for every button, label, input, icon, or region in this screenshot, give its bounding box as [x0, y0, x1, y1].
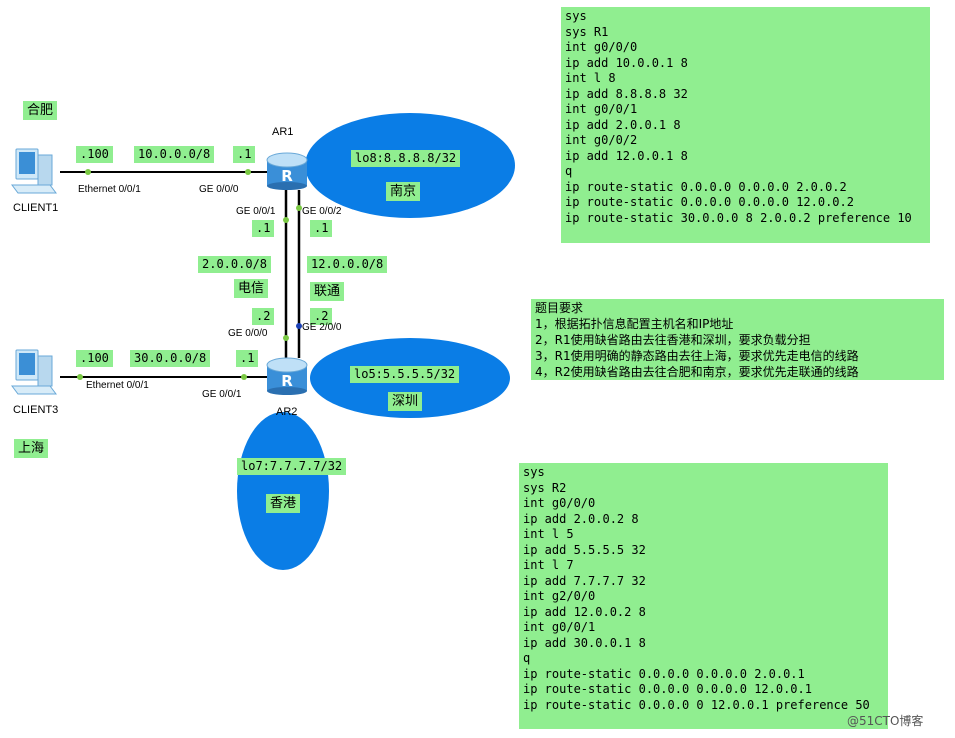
network-label-2: 2.0.0.0/8 [198, 256, 272, 273]
port-dot [245, 169, 251, 175]
ip-label-client1: .100 [76, 146, 113, 163]
isp-dianxin: 电信 [234, 279, 269, 298]
config-line: int g2/0/0 [523, 589, 596, 603]
port-dot [77, 374, 83, 380]
config-line: int l 5 [523, 527, 574, 541]
isp-liantong: 联通 [310, 282, 345, 301]
svg-text:R: R [281, 372, 293, 390]
config-line: ip add 8.8.8.8 32 [565, 86, 688, 101]
port-ar1-g000: GE 0/0/0 [199, 184, 239, 195]
config-line: ip add 5.5.5.5 32 [523, 542, 646, 557]
city-hefei: 合肥 [23, 101, 58, 120]
config-line: ip add 2.0.0.1 8 [565, 117, 681, 132]
pc-icon[interactable] [10, 348, 58, 400]
config-line: int l 7 [523, 558, 574, 572]
port-dot [296, 323, 302, 329]
city-hongkong: 香港 [266, 494, 301, 513]
config-line: sys [523, 465, 545, 479]
ip-label-ar1-g001: .1 [252, 220, 275, 237]
network-label-12: 12.0.0.0/8 [307, 256, 388, 273]
network-label-30: 30.0.0.0/8 [130, 350, 211, 367]
config-line: ip add 2.0.0.2 8 [523, 511, 639, 526]
pc-icon[interactable] [10, 147, 58, 199]
loopback-lo5: lo5:5.5.5.5/32 [350, 366, 460, 383]
requirements-panel: 题目要求 1，根据拓扑信息配置主机名和IP地址 2，R1使用缺省路由去往香港和深… [531, 299, 944, 380]
config-line: ip route-static 0.0.0.0 0.0.0.0 2.0.0.1 [523, 666, 805, 681]
router-icon[interactable]: R [264, 150, 310, 190]
config-line: int g0/0/0 [565, 40, 638, 54]
config-line: q [565, 164, 573, 178]
city-shanghai: 上海 [14, 439, 49, 458]
r1-config-panel: sys sys R1 int g0/0/0 ip add 10.0.0.1 8 … [561, 7, 930, 243]
port-ar2-g000: GE 0/0/0 [228, 328, 268, 339]
requirement-item: 2，R1使用缺省路由去往香港和深圳，要求负载分担 [535, 333, 811, 347]
ip-label-client3: .100 [76, 350, 113, 367]
config-line: int g0/0/2 [565, 133, 638, 147]
ip-label-ar1-g000: .1 [233, 146, 256, 163]
config-line: q [523, 651, 531, 665]
config-line: ip add 7.7.7.7 32 [523, 573, 646, 588]
port-ar2-g001: GE 0/0/1 [202, 389, 242, 400]
config-line: ip route-static 30.0.0.0 8 2.0.0.2 prefe… [565, 210, 912, 225]
svg-text:R: R [281, 167, 293, 185]
device-client3: CLIENT3 [13, 404, 59, 416]
config-line: int g0/0/1 [523, 620, 596, 634]
port-dot [283, 335, 289, 341]
r2-config-panel: sys sys R2 int g0/0/0 ip add 2.0.0.2 8 i… [519, 463, 888, 729]
requirements-title: 题目要求 [535, 301, 584, 315]
device-client1: CLIENT1 [13, 202, 59, 214]
loopback-lo8: lo8:8.8.8.8/32 [351, 150, 461, 167]
router-icon[interactable]: R [264, 355, 310, 395]
port-dot [85, 169, 91, 175]
ip-label-ar2-g001: .1 [236, 350, 259, 367]
port-ar1-g002: GE 0/0/2 [302, 206, 342, 217]
requirement-item: 4，R2使用缺省路由去往合肥和南京，要求优先走联通的线路 [535, 365, 859, 379]
ip-label-ar1-g002: .1 [310, 220, 333, 237]
network-label-10: 10.0.0.0/8 [134, 146, 215, 163]
config-line: sys [565, 9, 587, 23]
config-line: ip add 12.0.0.2 8 [523, 604, 646, 619]
loopback-lo7: lo7:7.7.7.7/32 [237, 458, 347, 475]
port-ar1-g001: GE 0/0/1 [236, 206, 276, 217]
port-client3-eth: Ethernet 0/0/1 [86, 380, 149, 391]
requirement-item: 3，R1使用明确的静态路由去往上海，要求优先走电信的线路 [535, 349, 859, 363]
port-dot [241, 374, 247, 380]
watermark: @51CTO博客 [847, 714, 924, 728]
config-line: ip add 12.0.0.1 8 [565, 148, 688, 163]
port-dot [296, 205, 302, 211]
device-ar1: AR1 [272, 126, 294, 138]
config-line: int g0/0/1 [565, 102, 638, 116]
cloud-hongkong [237, 412, 329, 570]
requirement-item: 1，根据拓扑信息配置主机名和IP地址 [535, 317, 734, 331]
port-dot [283, 217, 289, 223]
config-line: ip route-static 0.0.0.0 0.0.0.0 12.0.0.2 [565, 195, 854, 209]
config-line: ip add 10.0.0.1 8 [565, 55, 688, 70]
port-client1-eth: Ethernet 0/0/1 [78, 184, 141, 195]
config-line: ip route-static 0.0.0.0 0.0.0.0 2.0.0.2 [565, 179, 847, 194]
port-ar2-g200: GE 2/0/0 [302, 322, 342, 333]
config-line: sys R1 [565, 24, 609, 39]
config-line: ip route-static 0.0.0.0 0.0.0.0 12.0.0.1 [523, 682, 812, 696]
city-nanjing: 南京 [386, 182, 421, 201]
config-line: int l 8 [565, 71, 616, 85]
ip-label-ar2-g000: .2 [252, 308, 275, 325]
ip-label-ar2-g200: .2 [310, 308, 333, 325]
config-line: ip route-static 0.0.0.0 0 12.0.0.1 prefe… [523, 697, 870, 712]
device-ar2: AR2 [276, 406, 298, 418]
city-shenzhen: 深圳 [388, 392, 423, 411]
config-line: int g0/0/0 [523, 496, 596, 510]
config-line: sys R2 [523, 480, 567, 495]
config-line: ip add 30.0.0.1 8 [523, 635, 646, 650]
